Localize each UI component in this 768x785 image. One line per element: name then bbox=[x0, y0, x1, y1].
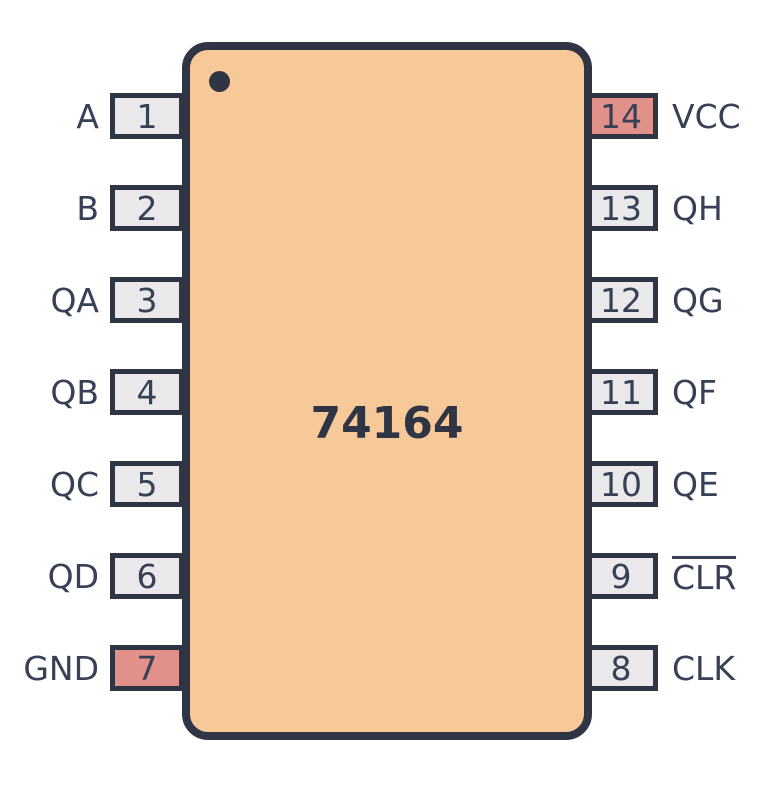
pin-label-qb: QB bbox=[50, 372, 99, 412]
pin-label-gnd: GND bbox=[23, 648, 99, 688]
pin-number-11: 11 bbox=[600, 372, 642, 412]
pin-row-7: GND 7 bbox=[0, 645, 184, 691]
pin-label-qe: QE bbox=[672, 464, 719, 504]
pin-row-6: QD 6 bbox=[0, 553, 184, 599]
pin-label-a: A bbox=[76, 96, 99, 136]
pin-number-13: 13 bbox=[600, 188, 642, 228]
chip-title: 74164 bbox=[310, 398, 464, 449]
pin-label-qd: QD bbox=[47, 556, 99, 596]
pin-row-5: QC 5 bbox=[0, 461, 184, 507]
pin-box-9: 9 bbox=[584, 553, 658, 599]
pin-number-8: 8 bbox=[610, 648, 632, 688]
pin-row-13: 13 QH bbox=[584, 185, 723, 231]
pin1-indicator-dot bbox=[209, 71, 230, 92]
chip-body: 74164 bbox=[182, 42, 592, 740]
pin-row-3: QA 3 bbox=[0, 277, 184, 323]
pin-number-2: 2 bbox=[136, 188, 158, 228]
pin-number-7: 7 bbox=[136, 648, 158, 688]
pin-number-4: 4 bbox=[136, 372, 158, 412]
pin-number-9: 9 bbox=[610, 556, 632, 596]
pin-box-2: 2 bbox=[110, 185, 184, 231]
pin-label-qh: QH bbox=[672, 188, 723, 228]
pin-number-3: 3 bbox=[136, 280, 158, 320]
pin-box-3: 3 bbox=[110, 277, 184, 323]
pin-row-2: B 2 bbox=[0, 185, 184, 231]
pin-label-b: B bbox=[76, 188, 99, 228]
pin-label-vcc: VCC bbox=[672, 96, 741, 136]
pin-box-12: 12 bbox=[584, 277, 658, 323]
pin-box-1: 1 bbox=[110, 93, 184, 139]
pin-number-6: 6 bbox=[136, 556, 158, 596]
pin-label-qg: QG bbox=[672, 280, 724, 320]
pin-row-4: QB 4 bbox=[0, 369, 184, 415]
pin-number-12: 12 bbox=[600, 280, 642, 320]
pin-box-10: 10 bbox=[584, 461, 658, 507]
pin-row-11: 11 QF bbox=[584, 369, 717, 415]
pin-number-10: 10 bbox=[600, 464, 642, 504]
pin-box-5: 5 bbox=[110, 461, 184, 507]
pin-row-1: A 1 bbox=[0, 93, 184, 139]
pin-box-13: 13 bbox=[584, 185, 658, 231]
pin-label-clk: CLK bbox=[672, 648, 736, 688]
pin-number-14: 14 bbox=[600, 96, 642, 136]
pin-row-9: 9 CLR bbox=[584, 553, 737, 599]
pin-label-qc: QC bbox=[49, 464, 99, 504]
pin-row-8: 8 CLK bbox=[584, 645, 735, 691]
pin-box-8: 8 bbox=[584, 645, 658, 691]
pin-box-14: 14 bbox=[584, 93, 658, 139]
pin-number-5: 5 bbox=[136, 464, 158, 504]
pin-box-6: 6 bbox=[110, 553, 184, 599]
pin-label-qf: QF bbox=[672, 372, 717, 412]
pin-box-11: 11 bbox=[584, 369, 658, 415]
pin-label-clr: CLR bbox=[672, 556, 737, 598]
pin-row-10: 10 QE bbox=[584, 461, 719, 507]
pin-box-4: 4 bbox=[110, 369, 184, 415]
pin-row-14: 14 VCC bbox=[584, 93, 741, 139]
pin-number-1: 1 bbox=[136, 96, 158, 136]
pin-label-qa: QA bbox=[50, 280, 99, 320]
pin-row-12: 12 QG bbox=[584, 277, 724, 323]
pin-box-7: 7 bbox=[110, 645, 184, 691]
